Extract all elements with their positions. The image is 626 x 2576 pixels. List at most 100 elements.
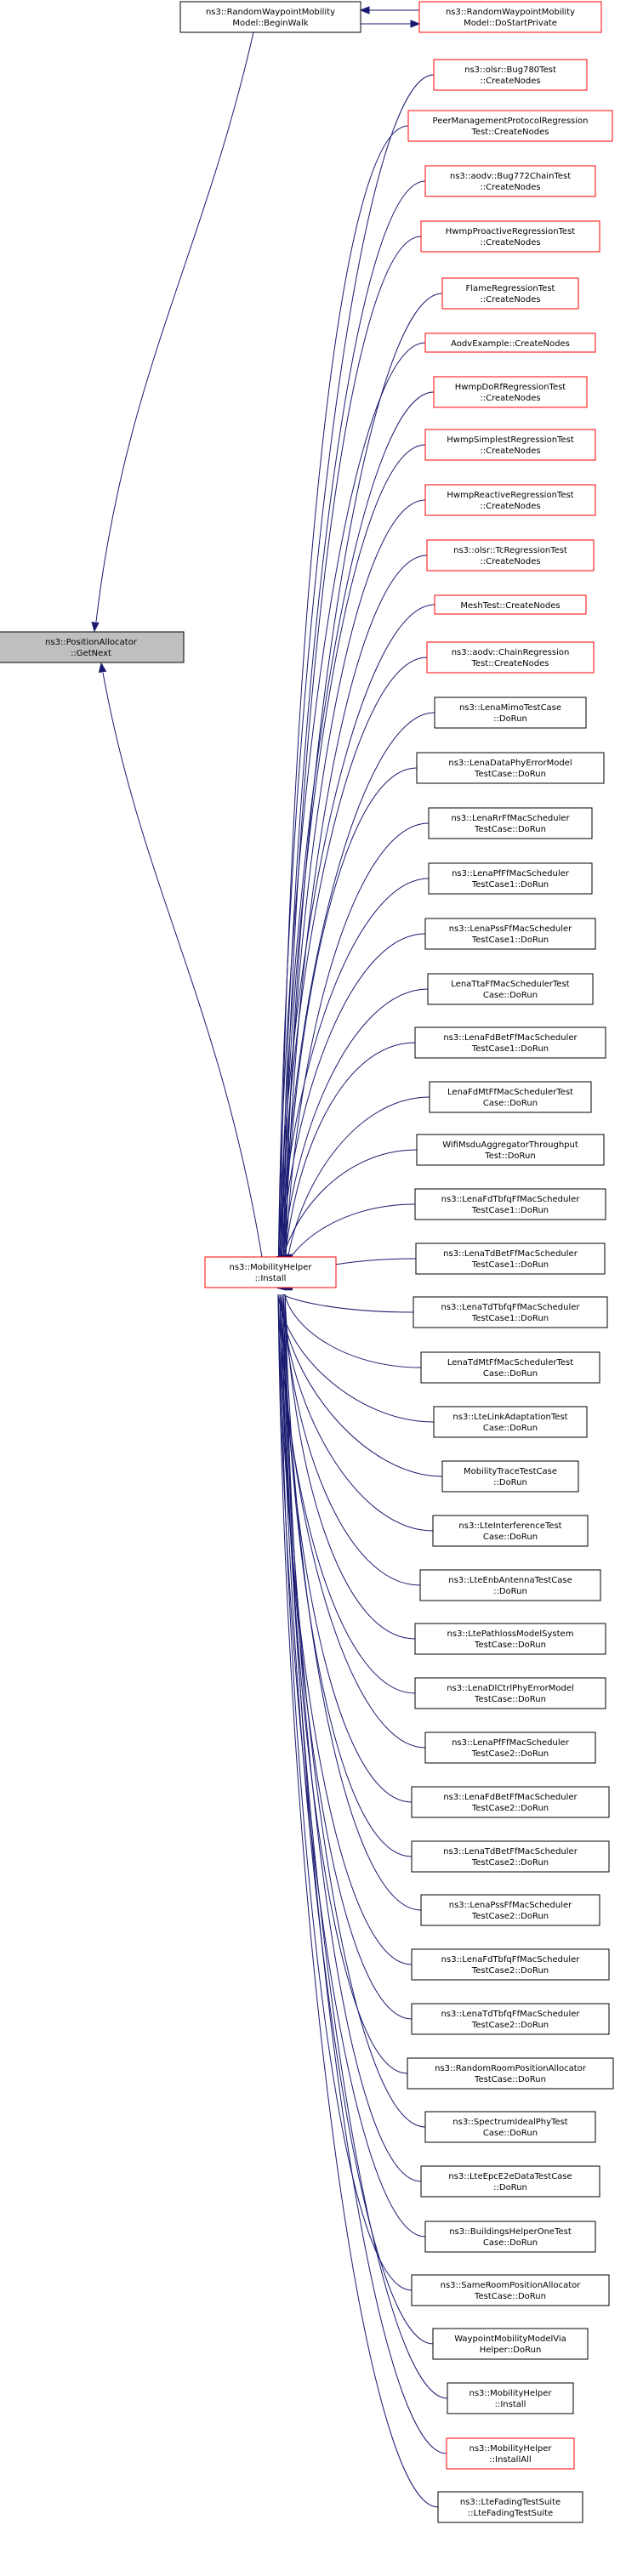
caller-node[interactable]: ns3::LenaDataPhyErrorModelTestCase::DoRu… [416,752,605,784]
caller-node[interactable]: HwmpDoRfRegressionTest::CreateNodes [433,376,588,408]
node-label-line: ::CreateNodes [480,183,540,192]
call-edge [282,1042,416,1282]
caller-node[interactable]: ns3::olsr::TcRegressionTest::CreateNodes [426,539,595,571]
beginwalk-node[interactable]: ns3::RandomWaypointMobilityModel::BeginW… [179,1,361,33]
node-box [428,862,593,895]
node-box [420,220,600,253]
node-label-line: ns3::LteLinkAdaptationTest [452,1413,567,1422]
caller-node[interactable]: ns3::LenaTdTbfqFfMacSchedulerTestCase2::… [411,2003,610,2035]
caller-node[interactable]: PeerManagementProtocolRegressionTest::Cr… [407,110,613,142]
caller-node[interactable]: MobilityTraceTestCase::DoRun [441,1460,579,1493]
node-label-line: Model::DoStartPrivate [464,19,557,28]
caller-node[interactable]: ns3::MobilityHelper::InstallAll [446,2437,575,2470]
caller-node[interactable]: ns3::LenaPfFfMacSchedulerTestCase2::DoRu… [424,1732,596,1764]
node-label-line: Case::DoRun [483,1369,538,1379]
call-edge [277,604,435,1282]
node-label-line: ns3::LenaFdTbfqFfMacScheduler [441,1195,581,1204]
node-box [411,1948,610,1981]
node-label-line: ::CreateNodes [480,557,540,566]
node-label-line: MobilityTraceTestCase [464,1467,557,1476]
call-edge [281,1294,408,2074]
node-label-line: ns3::LenaPssFfMacScheduler [449,924,572,934]
caller-node[interactable]: MeshTest::CreateNodes [434,594,587,615]
caller-node[interactable]: HwmpReactiveRegressionTest::CreateNodes [424,484,596,516]
caller-node[interactable]: ns3::SameRoomPositionAllocatorTestCase::… [411,2274,610,2306]
node-label-line: ::DoRun [493,714,527,724]
caller-node[interactable]: ns3::LenaPssFfMacSchedulerTestCase1::DoR… [424,918,596,950]
node-label-line: WifiMsduAggregatorThroughput [442,1140,578,1150]
caller-node[interactable]: ns3::RandomRoomPositionAllocatorTestCase… [407,2057,614,2090]
call-edge [277,342,426,1282]
node-label-line: ns3::RandomRoomPositionAllocator [435,2064,587,2073]
caller-node[interactable]: ns3::LtePathlossModelSystemTestCase::DoR… [414,1623,606,1655]
caller-node[interactable]: ns3::LteEpcE2eDataTestCase::DoRun [420,2165,600,2198]
node-label-line: ::DoRun [493,2183,527,2192]
caller-node[interactable]: HwmpProactiveRegressionTest::CreateNodes [420,220,600,253]
caller-node[interactable]: ns3::LenaPfFfMacSchedulerTestCase1::DoRu… [428,862,593,895]
node-label-line: Case::DoRun [483,1099,538,1108]
install-main-node[interactable]: ns3::MobilityHelper::Install [204,1256,337,1288]
node-label-line: ::DoRun [493,1478,527,1487]
caller-node[interactable]: ns3::aodv::ChainRegressionTest::CreateNo… [426,641,595,674]
edges-layer [91,6,448,2508]
call-edge [95,31,254,623]
node-label-line: ns3::PositionAllocator [45,638,138,647]
caller-node[interactable]: FlameRegressionTest::CreateNodes [441,277,579,310]
node-label-line: ns3::MobilityHelper [469,2444,553,2454]
caller-node[interactable]: ns3::LenaPssFfMacSchedulerTestCase2::DoR… [420,1894,600,1926]
node-label-line: ns3::SpectrumIdealPhyTest [452,2118,568,2127]
caller-node[interactable]: ns3::LenaTdTbfqFfMacSchedulerTestCase1::… [413,1296,608,1328]
caller-node[interactable]: ns3::LenaFdBetFfMacSchedulerTestCase2::D… [411,1786,610,1818]
caller-node[interactable]: ns3::MobilityHelper::Install [447,2382,574,2414]
caller-node[interactable]: ns3::aodv::Bug772ChainTest::CreateNodes [424,165,596,197]
node-box [424,165,596,197]
caller-node[interactable]: ns3::LenaFdBetFfMacSchedulerTestCase1::D… [414,1026,606,1059]
caller-node[interactable]: HwmpSimplestRegressionTest::CreateNodes [424,429,596,461]
node-box [414,1623,606,1655]
node-box [411,1840,610,1873]
caller-node[interactable]: ns3::olsr::Bug780Test::CreateNodes [433,59,588,91]
node-label-line: WaypointMobilityModelVia [454,2334,566,2344]
node-label-line: ns3::LteEnbAntennaTestCase [448,1576,572,1585]
caller-node[interactable]: AodvExample::CreateNodes [424,333,596,353]
node-label-line: ::CreateNodes [480,238,540,247]
getnext-node[interactable]: ns3::PositionAllocator::GetNext [0,631,185,663]
caller-node[interactable]: ns3::LenaMimoTestCase::DoRun [434,697,587,729]
call-edge [284,1294,416,1640]
caller-node[interactable]: ns3::LenaDlCtrlPhyErrorModelTestCase::Do… [414,1677,606,1709]
node-box [429,1081,592,1113]
node-label-line: ::GetNext [71,649,111,658]
node-label-line: ::InstallAll [489,2455,531,2465]
node-label-line: TestCase1::DoRun [471,935,549,945]
node-box [446,2437,575,2470]
node-box [424,918,596,950]
call-edge [282,1294,414,1313]
node-box [432,1515,589,1547]
caller-node[interactable]: ns3::LenaTdBetFfMacSchedulerTestCase1::D… [415,1243,606,1275]
caller-node[interactable]: ns3::LenaFdTbfqFfMacSchedulerTestCase2::… [411,1948,610,1981]
caller-node[interactable]: ns3::LteFadingTestSuite::LteFadingTestSu… [437,2491,583,2523]
dostart-node[interactable]: ns3::RandomWaypointMobilityModel::DoStar… [418,1,602,33]
node-box [420,1894,600,1926]
node-box [424,333,596,353]
caller-node[interactable]: ns3::LenaFdTbfqFfMacSchedulerTestCase1::… [414,1188,606,1220]
node-label-line: HwmpDoRfRegressionTest [455,383,566,392]
node-box [424,429,596,461]
call-edge [282,1294,413,1857]
node-label-line: ns3::LenaPfFfMacScheduler [452,1738,570,1748]
caller-node[interactable]: ns3::LenaTdBetFfMacSchedulerTestCase2::D… [411,1840,610,1873]
node-label-line: PeerManagementProtocolRegression [433,117,589,126]
node-label-line: ns3::aodv::ChainRegression [452,648,570,657]
call-edge [102,672,263,1258]
caller-node[interactable]: ns3::LteEnbAntennaTestCase::DoRun [419,1569,601,1601]
